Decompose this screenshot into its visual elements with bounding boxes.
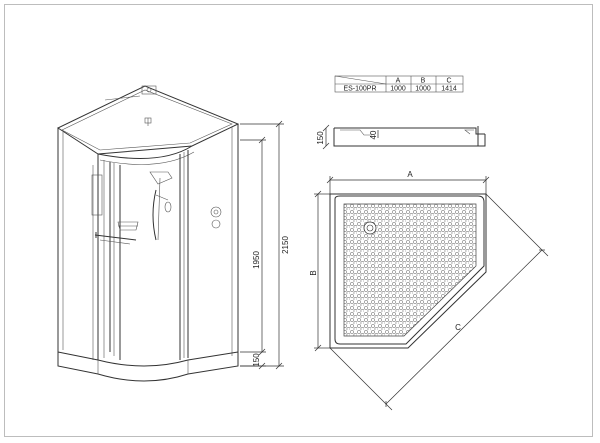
spec-table: A B C ES-100PR 1000 1000 1414	[334, 75, 464, 93]
dim-cabin-height: 1950	[252, 251, 261, 269]
dim-diagonal-c: C	[455, 323, 461, 332]
dim-tray-inner-height: 40	[369, 130, 378, 139]
dim-width-a: A	[407, 170, 413, 179]
tray-top-view: A B C	[309, 170, 549, 411]
drawing-frame	[4, 4, 593, 437]
table-model: ES-100PR	[343, 86, 376, 93]
dim-tray-side-height: 150	[316, 131, 325, 145]
dim-tray-height: 150	[252, 353, 261, 367]
shower-head-icon	[149, 171, 173, 185]
height-dimensions: 2150 1950 150	[240, 120, 290, 370]
table-header-a: A	[396, 78, 401, 85]
table-header-b: B	[421, 78, 426, 85]
mixer-knob-icon	[210, 206, 222, 218]
table-value-a: 1000	[390, 86, 406, 93]
roof-fan-icon	[141, 85, 157, 95]
tray-side-profile: 150 40	[316, 124, 486, 150]
table-header-c: C	[446, 78, 451, 85]
dim-total-height: 2150	[281, 236, 290, 254]
dim-depth-b: B	[309, 270, 318, 275]
drain-icon	[363, 221, 377, 235]
shelf-icon	[117, 221, 139, 231]
table-value-c: 1414	[441, 86, 457, 93]
shower-cabin-drawing	[56, 85, 240, 382]
table-value-b: 1000	[415, 86, 431, 93]
